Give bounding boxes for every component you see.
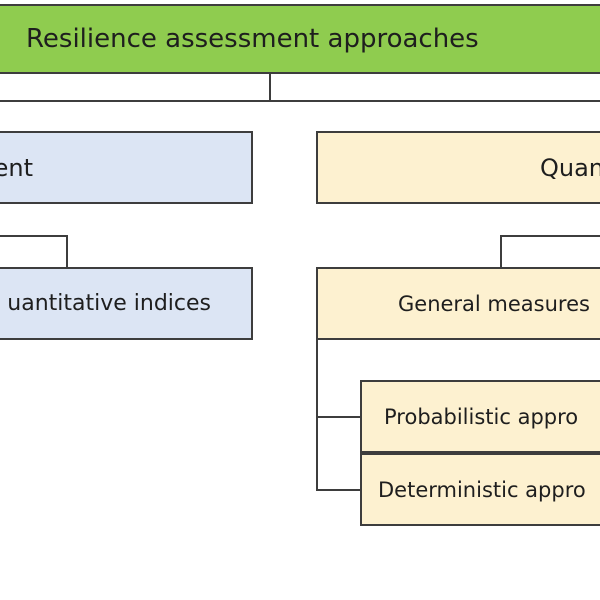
deterministic-approach-label: Deterministic appro [378, 477, 586, 502]
connector-general-trunk [316, 338, 318, 490]
quantitative-label: Quan [540, 153, 600, 182]
general-measures-box: General measures [316, 267, 600, 340]
probabilistic-approach-label: Probabilistic appro [384, 404, 579, 429]
connector-quantitative-bar [500, 235, 600, 237]
connector-probabilistic-branch [316, 416, 362, 418]
diagram-title: Resilience assessment approaches [26, 24, 479, 54]
deterministic-approach-box: Deterministic appro [360, 453, 600, 526]
qualitative-box: ent [0, 131, 253, 204]
connector-title-stem [269, 74, 271, 102]
qualitative-label: ent [0, 153, 33, 182]
quantitative-box: Quan [316, 131, 600, 204]
connector-horizontal-bar [0, 100, 600, 102]
connector-qualitative-drop [66, 235, 68, 269]
quantitative-indices-label: uantitative indices [7, 291, 211, 316]
connector-qualitative-bar [0, 235, 68, 237]
connector-quantitative-drop [500, 235, 502, 269]
title-box: Resilience assessment approaches [0, 4, 600, 74]
connector-deterministic-branch [316, 489, 362, 491]
general-measures-label: General measures [398, 291, 590, 316]
probabilistic-approach-box: Probabilistic appro [360, 380, 600, 453]
quantitative-indices-box: uantitative indices [0, 267, 253, 340]
